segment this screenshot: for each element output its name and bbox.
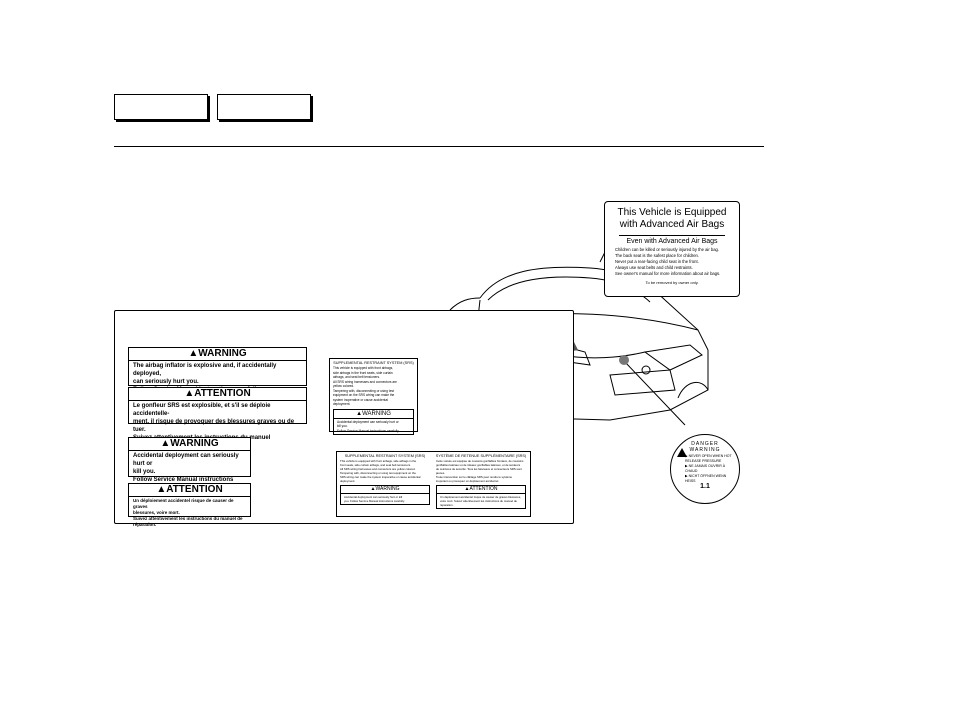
warning-heading: ▲WARNING [129, 348, 306, 361]
bilingual-attention-text: Un déploiement accidentel risque de caus… [440, 495, 522, 507]
attention-text: Un déploiement accidentel risque de caus… [133, 498, 243, 527]
warning-heading: ▲WARNING [129, 438, 250, 451]
advanced-label-title: This Vehicle is Equipped with Advanced A… [617, 207, 727, 230]
srs-label-text: This vehicle is equipped with front airb… [333, 366, 397, 406]
danger-number: 1.1 [700, 483, 710, 490]
srs-warning-text: Accidental deployment can seriously hurt… [337, 419, 400, 433]
bilingual-text-en: This vehicle is equipped with front airb… [340, 459, 421, 483]
advanced-airbag-label: This Vehicle is Equipped with Advanced A… [604, 201, 740, 297]
advanced-label-text: Children can be killed or seriously inju… [615, 247, 721, 276]
radiator-cap-danger-label: DANGER WARNING ▶ NEVER OPEN WHEN HOT REL… [670, 434, 740, 504]
inflator-warning-label: ▲WARNING The airbag inflator is explosiv… [128, 347, 307, 393]
next-page-button[interactable] [217, 94, 311, 120]
bilingual-attention-heading: ▲ATTENTION [437, 486, 525, 494]
bilingual-heading-en: SUPPLEMENTAL RESTRAINT SYSTEM (SRS) [344, 454, 426, 458]
srs-label-heading: SUPPLEMENTAL RESTRAINT SYSTEM (SRS) [333, 361, 414, 365]
danger-text: ▶ NEVER OPEN WHEN HOT RELEASE PRESSURE ▶… [685, 454, 732, 483]
bilingual-text-fr: Cette voiture est équipée de coussins go… [436, 459, 524, 483]
attention-heading: ▲ATTENTION [129, 388, 306, 401]
bilingual-warning-heading: ▲WARNING [341, 486, 429, 494]
srs-info-label: SUPPLEMENTAL RESTRAINT SYSTEM (SRS) This… [329, 358, 418, 435]
header-rule [114, 146, 764, 147]
inflator-attention-label: ▲ATTENTION Le gonfleur SRS est explosibl… [128, 387, 307, 449]
deployment-warning-label: ▲WARNING Accidental deployment can serio… [128, 437, 251, 491]
srs-warning-heading: ▲WARNING [334, 410, 413, 419]
srs-bilingual-label: SUPPLEMENTAL RESTRAINT SYSTEM (SRS) This… [336, 451, 531, 517]
danger-title: DANGER [691, 441, 719, 447]
bilingual-warning-text: Accidental deployment can seriously hurt… [344, 495, 405, 503]
bilingual-heading-fr: SYSTÈME DE RETENUE SUPPLÉMENTAIRE (SRS) [435, 454, 527, 458]
advanced-label-footer: To be removed by owner only. [645, 280, 699, 285]
previous-page-button[interactable] [114, 94, 208, 120]
deployment-attention-label: ▲ATTENTION Un déploiement accidentel ris… [128, 483, 251, 527]
danger-subtitle: WARNING [689, 447, 721, 453]
warning-triangle-icon [677, 448, 687, 457]
advanced-label-subtitle: Even with Advanced Air Bags [619, 235, 725, 245]
attention-heading: ▲ATTENTION [129, 484, 250, 497]
